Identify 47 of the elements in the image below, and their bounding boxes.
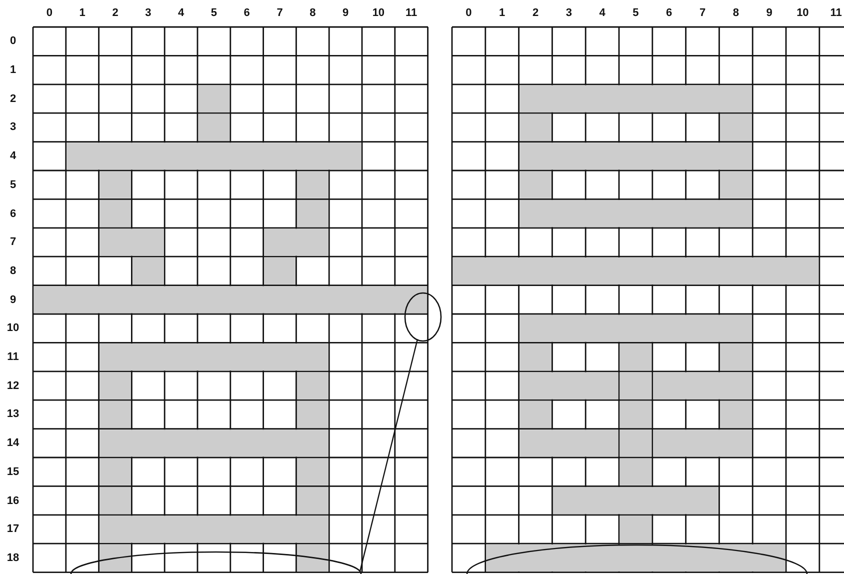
column-number: 1 bbox=[499, 7, 506, 19]
row-number: 1 bbox=[10, 64, 16, 76]
column-number: 10 bbox=[796, 7, 809, 19]
column-number: 4 bbox=[599, 7, 606, 19]
row-number: 8 bbox=[10, 264, 16, 277]
row-number: 6 bbox=[10, 208, 16, 220]
row-number: 18 bbox=[6, 552, 20, 564]
row-number: 5 bbox=[10, 178, 16, 191]
row-number: 0 bbox=[10, 35, 16, 48]
ellipse-mark bbox=[70, 551, 362, 574]
column-number: 9 bbox=[766, 7, 772, 19]
row-number: 9 bbox=[10, 294, 16, 306]
column-number: 3 bbox=[566, 7, 572, 19]
row-number: 16 bbox=[6, 494, 20, 507]
column-number: 0 bbox=[466, 7, 472, 19]
row-number: 12 bbox=[6, 380, 20, 392]
column-number: 8 bbox=[732, 7, 739, 19]
row-number: 3 bbox=[10, 121, 16, 134]
column-number: 6 bbox=[666, 7, 672, 19]
column-number: 11 bbox=[406, 7, 418, 19]
leader-line bbox=[359, 340, 418, 572]
column-number: 1 bbox=[79, 7, 86, 19]
row-number: 2 bbox=[10, 92, 16, 105]
column-number: 9 bbox=[342, 7, 349, 19]
row-number: 7 bbox=[10, 236, 16, 248]
row-number: 14 bbox=[6, 437, 20, 450]
row-number: 17 bbox=[6, 523, 20, 536]
column-number: 2 bbox=[112, 7, 118, 19]
column-number: 7 bbox=[276, 7, 283, 19]
column-number: 3 bbox=[145, 7, 152, 19]
column-number: 6 bbox=[244, 7, 250, 19]
column-number: 2 bbox=[532, 7, 539, 19]
row-number: 10 bbox=[6, 322, 20, 334]
column-number: 10 bbox=[372, 7, 385, 19]
row-number: 4 bbox=[10, 150, 16, 162]
column-number: 7 bbox=[699, 7, 706, 19]
column-number: 5 bbox=[632, 7, 639, 19]
column-number: 8 bbox=[310, 7, 316, 19]
column-number: 11 bbox=[830, 7, 842, 19]
ellipse-mark bbox=[404, 292, 442, 342]
column-number: 4 bbox=[178, 7, 184, 19]
ellipse-mark bbox=[466, 544, 808, 574]
row-number: 11 bbox=[7, 351, 19, 364]
row-number: 13 bbox=[6, 408, 20, 420]
column-number: 5 bbox=[210, 7, 217, 19]
column-number: 0 bbox=[46, 7, 52, 19]
row-number: 15 bbox=[6, 466, 20, 478]
